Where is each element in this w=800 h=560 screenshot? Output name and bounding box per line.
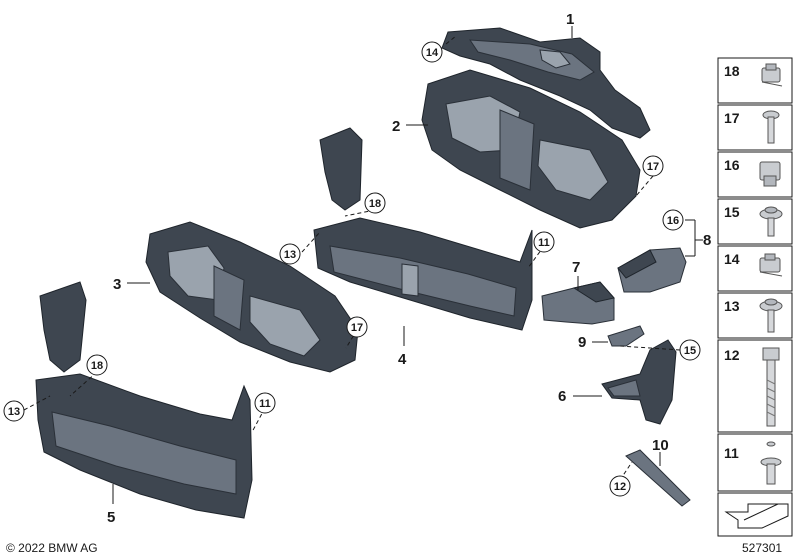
callout-12: 12: [609, 475, 631, 497]
callout-17-upper: 17: [642, 155, 664, 177]
part-9-bracket: [607, 325, 645, 347]
part-5-lower-frame: [35, 281, 253, 519]
legend-item-15-label: 15: [724, 204, 740, 220]
legend-item-17-label: 17: [724, 110, 740, 126]
part-number-10: 10: [652, 437, 669, 454]
part-number-1: 1: [566, 11, 574, 28]
part-number-5: 5: [107, 509, 115, 526]
clip-nut-icon: [759, 253, 783, 277]
legend-item-11-label: 11: [724, 445, 739, 461]
callout-11-lower-label: 11: [259, 398, 271, 410]
callout-12-label: 12: [614, 481, 626, 493]
callout-17-lower: 17: [346, 316, 368, 338]
clip-nut-icon: [759, 161, 781, 187]
part-number-8: 8: [703, 232, 711, 249]
callout-18-center: 18: [364, 192, 386, 214]
bolt-icon: [762, 347, 780, 427]
part-number-2: 2: [392, 118, 400, 135]
copyright-text: © 2022 BMW AG: [6, 541, 98, 555]
callout-13-center: 13: [279, 243, 301, 265]
part-8-side-duct: [617, 247, 687, 293]
expanding-rivet-icon: [760, 441, 782, 485]
callout-15-label: 15: [684, 345, 696, 357]
callout-18-center-label: 18: [369, 198, 381, 210]
callout-13-lower-label: 13: [8, 406, 20, 418]
part-number-9: 9: [578, 334, 586, 351]
collar-screw-icon: [759, 298, 783, 333]
part-2-air-guide-frame: [421, 69, 641, 229]
callout-16-label: 16: [667, 215, 679, 227]
part-number-3: 3: [113, 276, 121, 293]
callout-15: 15: [679, 339, 701, 361]
callout-13-center-label: 13: [284, 249, 296, 261]
callout-13-lower: 13: [3, 400, 25, 422]
legend-item-18-label: 18: [724, 63, 740, 79]
legend-item-16: 16: [724, 157, 781, 187]
callout-17-upper-label: 17: [647, 161, 659, 173]
callout-11-center-label: 11: [538, 237, 550, 249]
screw-icon: [762, 110, 780, 144]
part-1-upper-air-duct: [441, 27, 651, 139]
part-number-6: 6: [558, 388, 566, 405]
part-10-strut: [625, 449, 691, 507]
callout-14: 14: [421, 41, 443, 63]
legend-item-16-label: 16: [724, 157, 740, 173]
callout-11-lower: 11: [254, 392, 276, 414]
part-number-labels: 1 2 3 4 5 6 7 8 9 10: [107, 11, 711, 526]
callout-14-label: 14: [426, 47, 439, 59]
legend-item-14-label: 14: [724, 251, 740, 267]
callout-18-lower-label: 18: [91, 360, 103, 372]
arrow-icon: [724, 503, 789, 529]
legend-item-12: 12: [724, 347, 780, 427]
part-7-air-duct: [541, 281, 615, 325]
legend-item-15: 15: [724, 204, 783, 237]
callout-17-lower-label: 17: [351, 322, 363, 334]
legend-item-18: 18: [724, 63, 783, 87]
callout-16: 16: [662, 209, 684, 231]
legend-item-11: 11: [724, 441, 782, 485]
leader-lines: [23, 26, 703, 504]
fastener-legend: 18 17 16 15: [717, 57, 793, 537]
part-6-lower-air-duct: [601, 339, 677, 425]
part-number-4: 4: [398, 351, 407, 368]
legend-item-12-label: 12: [724, 347, 740, 363]
legend-item-13: 13: [724, 298, 783, 333]
diagram-id: 527301: [742, 541, 782, 555]
part-number-7: 7: [572, 259, 580, 276]
part-3-middle-frame: [145, 221, 359, 373]
callout-11-center: 11: [533, 231, 555, 253]
callout-18-lower: 18: [86, 354, 108, 376]
clip-nut-icon: [761, 63, 783, 87]
part-4-shutter-frame: [313, 127, 533, 331]
collar-screw-icon: [759, 206, 783, 237]
legend-item-13-label: 13: [724, 298, 740, 314]
legend-item-14: 14: [724, 251, 783, 277]
legend-item-17: 17: [724, 110, 780, 144]
